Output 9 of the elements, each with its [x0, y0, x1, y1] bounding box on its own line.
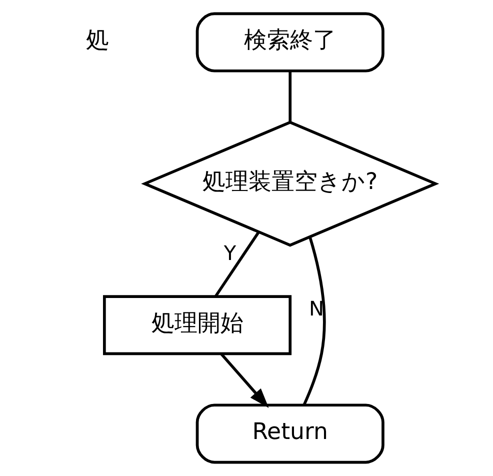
connector [214, 231, 260, 298]
arrow [220, 352, 268, 408]
node-box: Return [195, 404, 384, 464]
node-box: 検索終了 [195, 12, 384, 72]
label: 処 [85, 28, 108, 54]
connector [288, 71, 292, 122]
node-box: 処理開始 [102, 295, 292, 356]
edge-label: N [308, 296, 324, 320]
connector [302, 236, 326, 406]
